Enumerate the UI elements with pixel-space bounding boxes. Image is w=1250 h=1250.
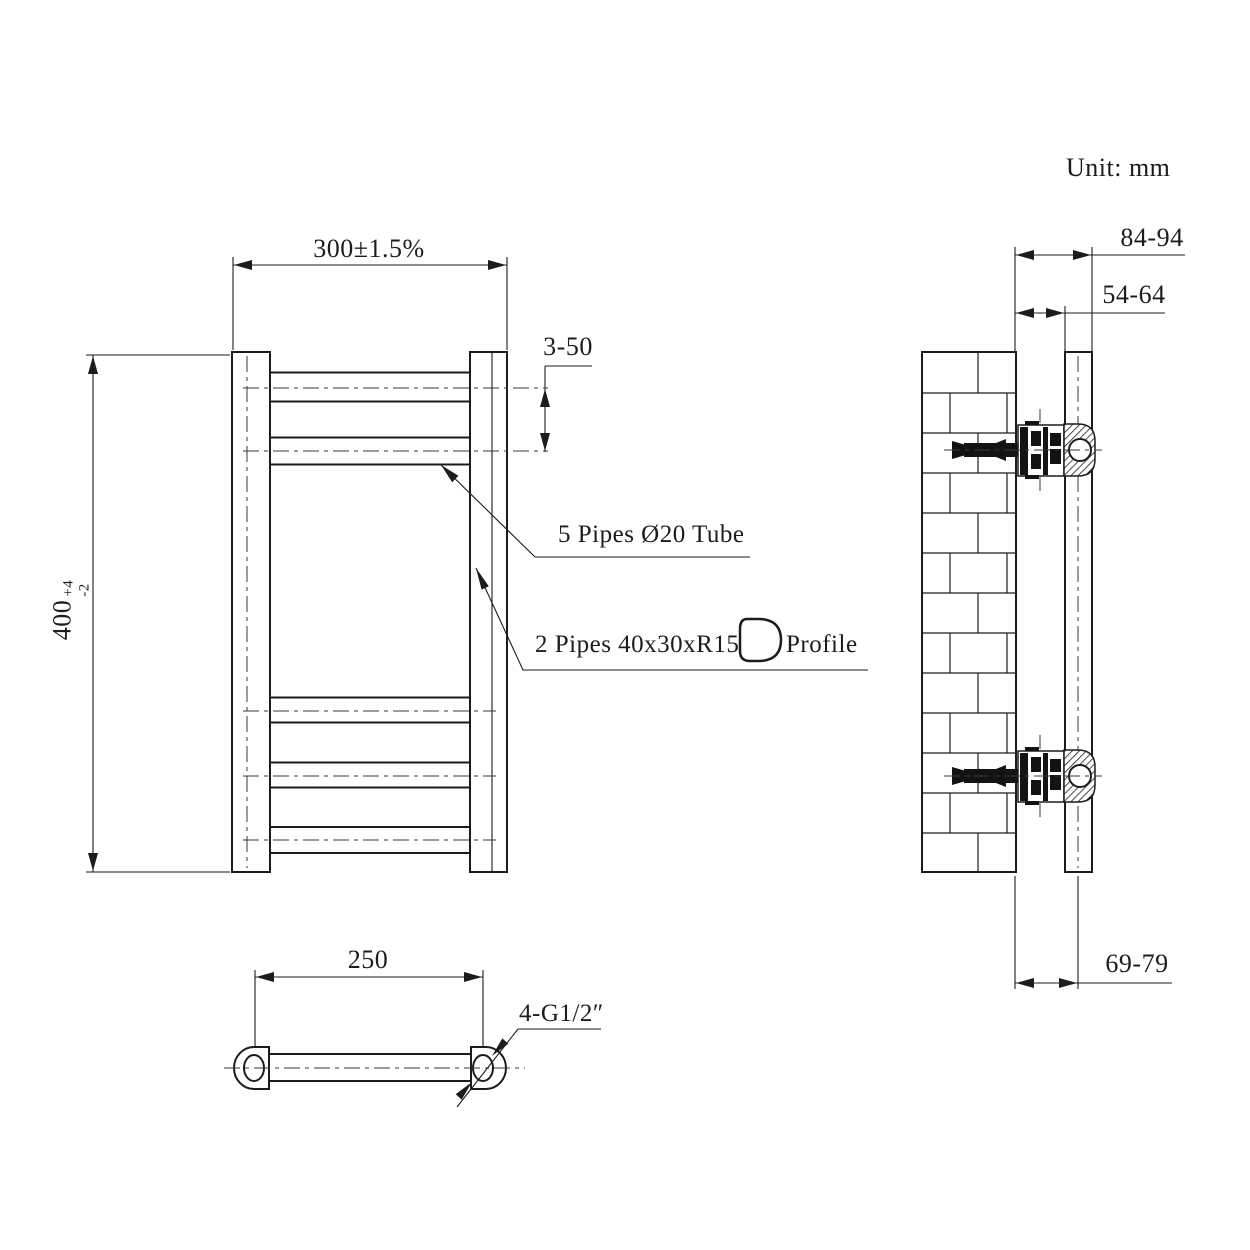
rungs-label: 5 Pipes Ø20 Tube	[558, 521, 745, 548]
rung-pipes	[268, 371, 472, 854]
mounting-bracket-top	[944, 409, 1102, 491]
rung-spacing-dimension	[540, 365, 592, 452]
right-upright	[469, 351, 508, 873]
rung-spacing-dimension-label: 3-50	[543, 332, 593, 361]
thread-label: 4-G1/2″	[519, 1000, 604, 1027]
width-dimension-label: 300±1.5%	[313, 234, 425, 263]
plan-bar-edges	[269, 1053, 471, 1082]
profile-glyph-icon	[738, 617, 783, 663]
front-view	[86, 257, 868, 873]
rungs-leader	[440, 464, 750, 558]
left-upright	[231, 351, 271, 873]
plan-view	[224, 970, 601, 1108]
uprights-label-prefix: 2 Pipes 40x30xR15	[535, 631, 740, 658]
wall-to-inner-dimension-label: 54-64	[1102, 280, 1166, 309]
uprights-label-suffix: Profile	[786, 631, 858, 658]
wall-to-outer-dimension	[1014, 247, 1185, 351]
port-spacing-dimension-label: 250	[347, 945, 389, 974]
wall-to-center-dimension	[1014, 876, 1172, 989]
height-dimension	[86, 354, 230, 873]
wall-to-outer-dimension-label: 84-94	[1120, 223, 1184, 252]
height-dim-upper-tol: +4	[60, 579, 77, 597]
height-dim-value: 400	[47, 599, 77, 641]
port-spacing-dimension	[254, 970, 484, 1087]
width-dimension	[232, 257, 508, 350]
height-dimension-label: 400 +4-2	[47, 580, 93, 640]
side-view	[921, 247, 1185, 989]
rung-centerlines	[243, 387, 548, 841]
mounting-bracket-bottom	[944, 735, 1102, 817]
uprights-leader	[475, 567, 868, 671]
wall-to-center-dimension-label: 69-79	[1105, 949, 1169, 978]
height-dim-tolerance: +4-2	[60, 579, 93, 597]
wall	[921, 351, 1017, 873]
thread-leader	[455, 1028, 601, 1108]
height-dim-lower-tol: -2	[76, 583, 92, 597]
wall-to-inner-dimension	[1015, 306, 1165, 351]
unit-note: Unit: mm	[1066, 153, 1171, 182]
